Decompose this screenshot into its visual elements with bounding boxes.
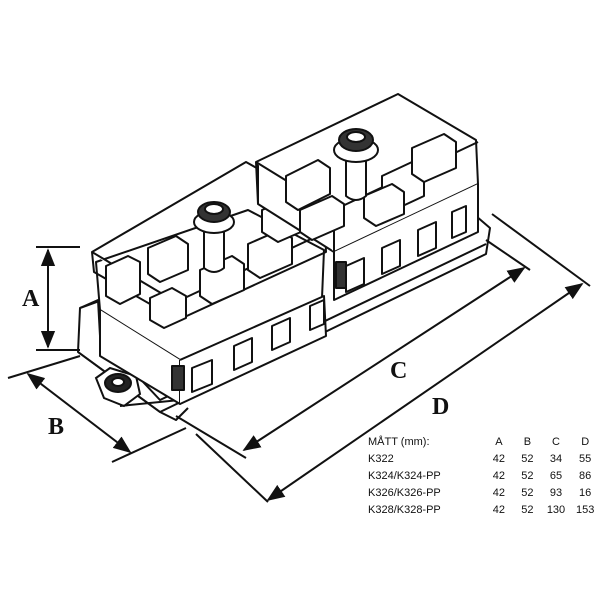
dimension-label-b: B: [48, 414, 64, 440]
fuse-module-left: [91, 161, 327, 405]
dimensions-table: MÅTT (mm): A B C D K322 42 52 34 55 K324…: [368, 436, 600, 521]
value-d: 16: [579, 487, 592, 499]
value-a: 42: [492, 453, 506, 465]
model-name: K328/K328-PP: [368, 504, 441, 516]
value-b: 52: [521, 470, 534, 482]
dimensions-table-header: MÅTT (mm): A B C D: [368, 436, 600, 453]
model-name: K324/K324-PP: [368, 470, 441, 482]
table-row: K326/K326-PP 42 52 93 16: [368, 487, 600, 504]
value-d: 86: [579, 470, 592, 482]
model-name: K322: [368, 453, 394, 465]
dimension-label-d: D: [432, 394, 449, 420]
value-d: 55: [579, 453, 592, 465]
value-c: 93: [549, 487, 563, 499]
value-a: 42: [492, 470, 506, 482]
value-d: 153: [575, 504, 595, 516]
dimension-lines: [7, 213, 591, 503]
table-title: MÅTT (mm):: [368, 436, 430, 448]
table-row: K322 42 52 34 55: [368, 453, 600, 470]
value-c: 65: [549, 470, 563, 482]
value-a: 42: [492, 504, 506, 516]
column-header-a: A: [495, 436, 503, 448]
table-row: K324/K324-PP 42 52 65 86: [368, 470, 600, 487]
column-header-c: C: [552, 436, 560, 448]
model-name: K326/K326-PP: [368, 487, 441, 499]
value-b: 52: [521, 487, 534, 499]
column-header-b: B: [523, 436, 532, 448]
value-a: 42: [492, 487, 506, 499]
value-b: 52: [521, 453, 534, 465]
column-header-d: D: [581, 436, 590, 448]
dimension-label-c: C: [390, 358, 407, 384]
value-c: 34: [549, 453, 563, 465]
table-row: K328/K328-PP 42 52 130 153: [368, 504, 600, 521]
value-b: 52: [521, 504, 534, 516]
value-c: 130: [546, 504, 566, 516]
dimension-label-a: A: [22, 286, 40, 312]
